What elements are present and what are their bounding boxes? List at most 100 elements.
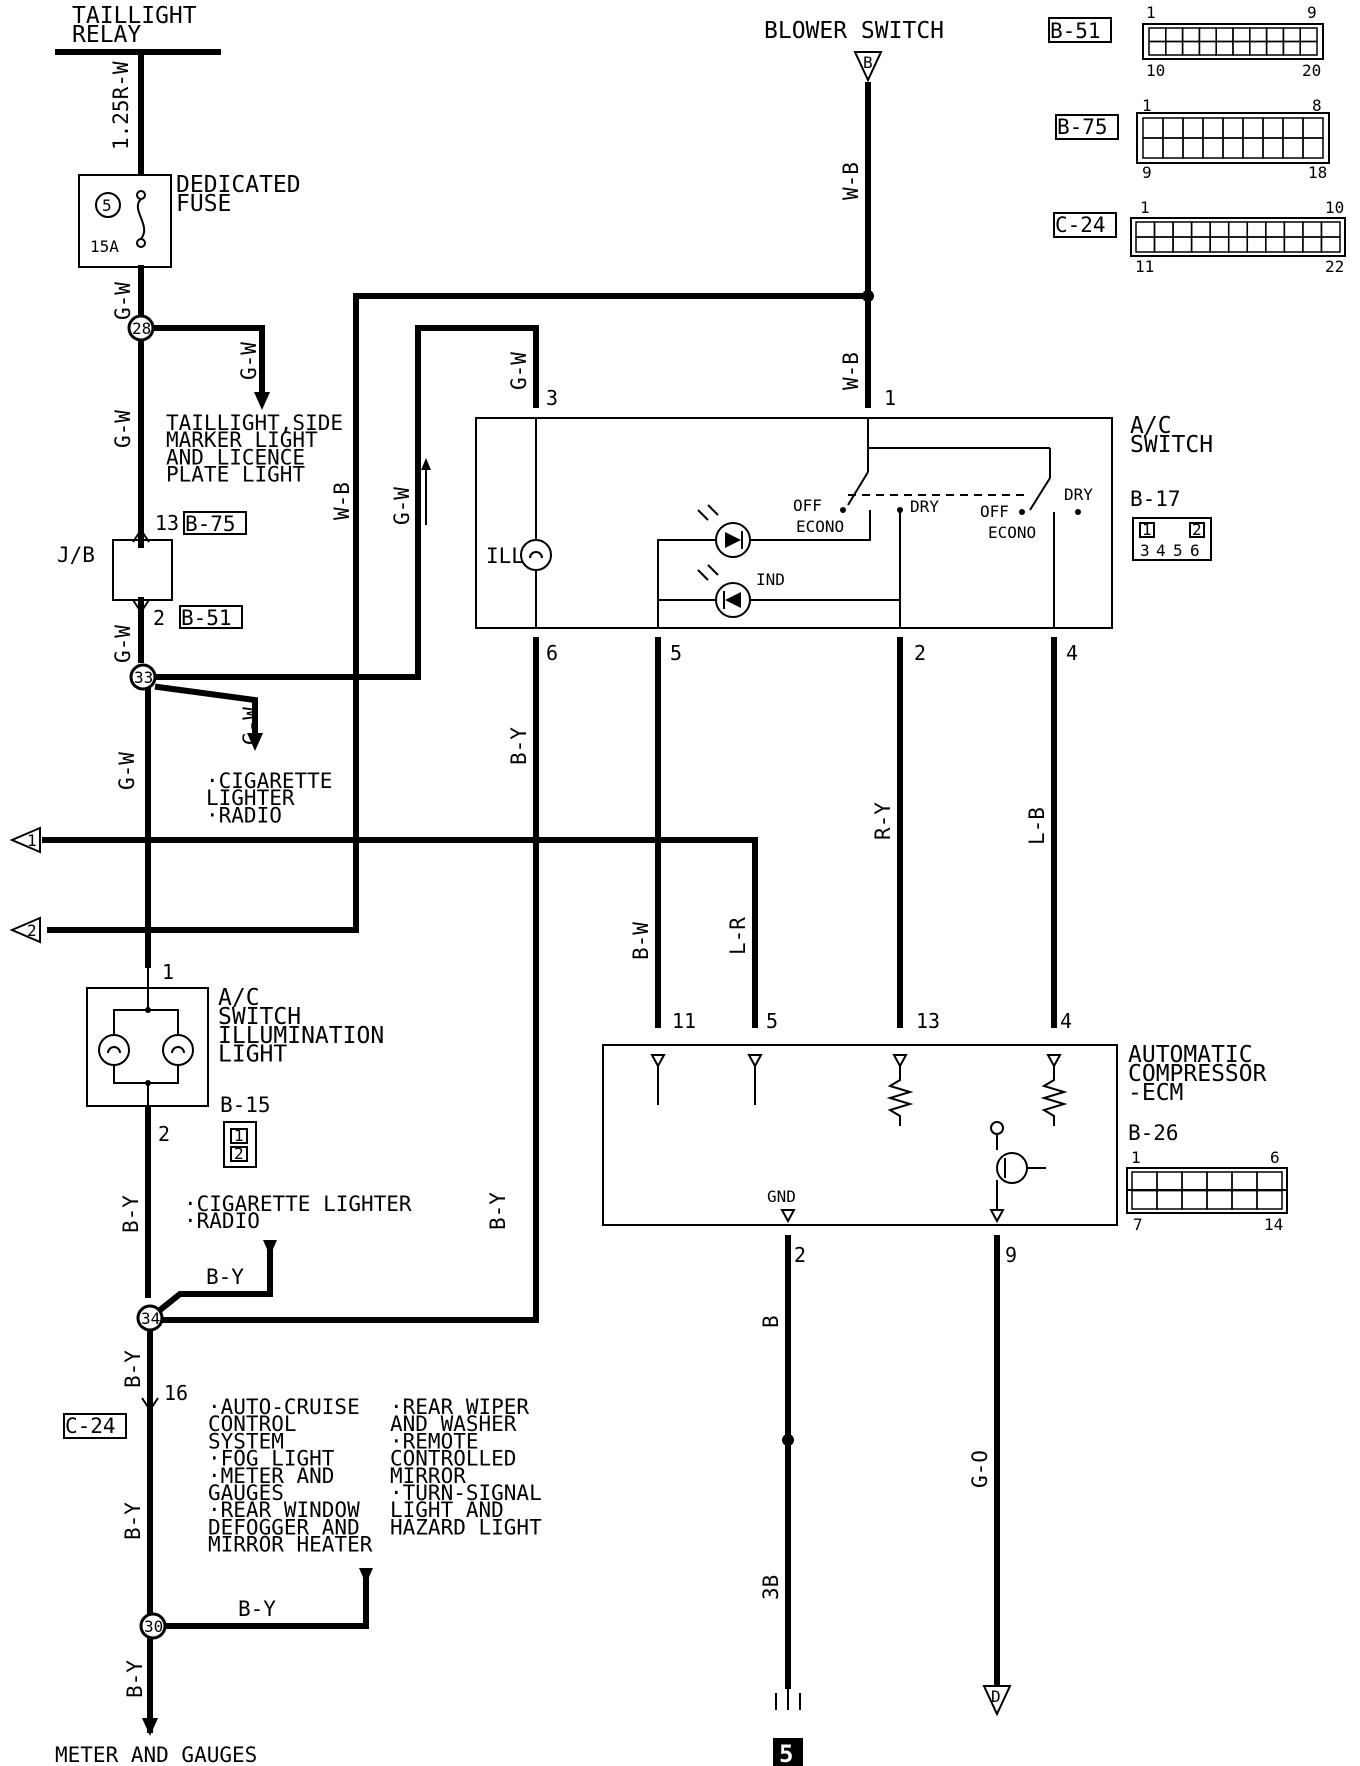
ecm-pin-2: 2 [794,1243,806,1267]
c24-pin-mark [141,1397,159,1412]
c24-trunk-box [63,1413,127,1439]
c24-face-cell [1283,236,1304,253]
label-l-r: L-R [726,917,750,955]
c24-face-grid [1135,221,1341,253]
c24-face-cell [1302,221,1323,238]
c24-face-cell [1320,221,1341,238]
jb-conn-b75: B-75 [185,512,236,536]
c24-face [1130,217,1346,257]
b51-face-cell [1299,27,1318,43]
switch-dry-label-1: DRY [910,497,939,516]
switch-econo-label-2: ECONO [988,523,1036,542]
wire-cig-branch [154,683,258,738]
b75-face-cell [1262,117,1284,139]
b51-face-cell [1249,40,1268,56]
ecm-gnd: GND [767,1187,796,1206]
label-g-o: G-O [968,1450,992,1488]
c24-face-cell [1246,236,1267,253]
b51-face-grid [1148,27,1318,56]
led-ind-ray-2 [707,564,719,576]
led-ind-ray-1 [697,569,709,581]
offpage-1 [9,826,41,854]
jb-box [112,539,173,601]
switch-lever-left [847,471,869,506]
page-number-badge [773,1738,803,1766]
b75-face-cell [1162,117,1184,139]
ecm-term-5 [747,1054,763,1069]
transistor-pullup [990,1121,1004,1135]
contact-dry-left [897,507,903,513]
jb-conn-b75-box [183,511,247,535]
ac-pin-4: 4 [1066,641,1078,665]
cig-radio-label-2: ·CIGARETTE LIGHTER·RADIO [184,1192,412,1233]
junction-33-label: 33 [134,668,153,687]
label-ground-3b: 3B [759,1575,783,1600]
b15-icon [223,1121,257,1168]
c24-face-label: C-24 [1055,213,1106,237]
ecm-term-11 [650,1054,666,1069]
label-w-b-2: W-B [839,162,863,200]
label-b-y-1: B-Y [507,727,531,765]
b15-pin-1-box [230,1128,248,1144]
b26-pin-14: 14 [1264,1215,1283,1234]
c24-face-cell [1153,221,1174,238]
label-b-y-4: B-Y [206,1265,244,1289]
b75-face-cell [1182,117,1204,139]
ill-label: ILL [486,544,524,568]
jb-pin-13: 13 [155,511,179,535]
led-ind-diode [725,592,741,608]
b17-pin-3: 3 [1140,541,1150,560]
ecm-term-13 [892,1054,908,1069]
c24-face-cell [1135,236,1156,253]
b26-face-cell [1256,1171,1283,1192]
switch-econo-label-1: ECONO [796,517,844,536]
b51-pin-10: 10 [1146,61,1165,80]
wire-g-w-to-ill [155,325,539,680]
c24-face-cell [1153,236,1174,253]
label-b-y-8: B-Y [123,1660,147,1698]
c24-face-label-box [1053,212,1117,238]
b51-pin-20: 20 [1302,61,1321,80]
ill-lamp [520,539,552,571]
b75-face-label: B-75 [1057,115,1108,139]
contact-off-right [1019,509,1025,515]
b26-pin-7: 7 [1133,1215,1143,1234]
wire-colour-labels: 1.25R-W G-W G-W G-W G-W G-W G-W W-B G-W … [109,61,1049,1698]
label-g-w-7: G-W [390,487,414,525]
c24-face-cell [1227,236,1248,253]
b26-face-cell [1206,1189,1233,1210]
transistor [996,1152,1028,1184]
b51-face [1142,23,1324,60]
c24-face-cell [1209,236,1230,253]
ac-pin-2: 2 [914,641,926,665]
b75-pin-1: 1 [1142,96,1152,115]
b75-face-cell [1222,117,1244,139]
ind-label: IND [756,570,785,589]
ecm-pin-13: 13 [916,1009,940,1033]
ill-lamp-filament [529,551,543,559]
b75-pin-9: 9 [1142,163,1152,182]
wire-b-y-list [162,1572,369,1629]
blower-switch-label: BLOWER SWITCH [764,18,944,44]
arrow-cig-1 [247,733,263,751]
b26-face-cell [1256,1189,1283,1210]
ac-switch-box [475,417,1113,629]
b75-pin-8: 8 [1312,96,1322,115]
fuse-element [136,198,146,240]
b26-face-cell [1181,1189,1208,1210]
c24-trunk-label: C-24 [65,1414,116,1438]
blower-offpage [853,51,883,83]
b26-face-grid [1131,1171,1283,1210]
b26-face-cell [1131,1189,1158,1210]
b75-face-cell [1202,137,1224,159]
b51-face-cell [1215,40,1234,56]
wire-b-y-cig2 [155,1247,273,1315]
